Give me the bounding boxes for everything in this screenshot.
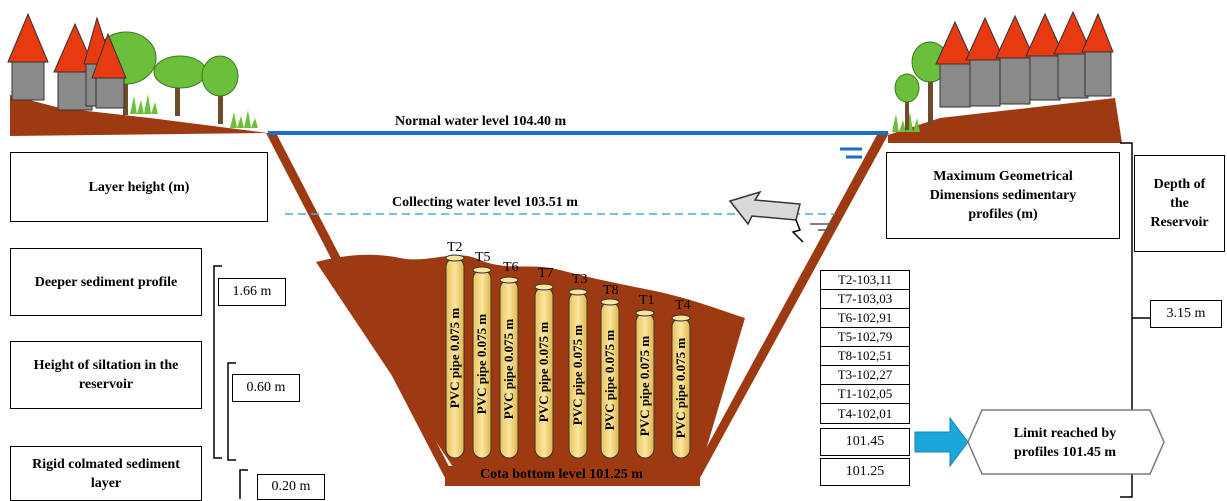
water-level-marker bbox=[840, 147, 862, 159]
limit-hexagon bbox=[967, 409, 1165, 475]
profile-level: T6-102,91 bbox=[821, 309, 909, 328]
pipe-text: PVC pipe 0.075 m bbox=[637, 335, 652, 437]
depth-bracket bbox=[1120, 142, 1150, 498]
pipe-text: PVC pipe 0.075 m bbox=[474, 313, 489, 415]
max-dimensions-header: Maximum Geometrical Dimensions sedimenta… bbox=[886, 152, 1120, 239]
blue-arrow bbox=[914, 416, 969, 468]
pipe-id-t6: T6 bbox=[503, 260, 519, 275]
left-brackets bbox=[213, 265, 248, 499]
profile-level: T7-103,03 bbox=[821, 290, 909, 309]
left-bank bbox=[10, 95, 268, 136]
profile-level: T2-103,11 bbox=[821, 271, 909, 290]
pipe-id-t2: T2 bbox=[447, 240, 463, 255]
rigid-layer-value: 0.20 m bbox=[257, 474, 325, 500]
profile-level: T5-102,79 bbox=[821, 328, 909, 347]
pipe-text: PVC pipe 0.075 m bbox=[673, 337, 688, 439]
pipe-text: PVC pipe 0.075 m bbox=[602, 329, 617, 431]
rigid-layer-label: Rigid colmated sediment layer bbox=[10, 446, 202, 501]
siltation-value: 0.60 m bbox=[232, 374, 300, 402]
layer-height-header: Layer height (m) bbox=[10, 152, 268, 222]
limit-value-cell: 101.45 bbox=[820, 428, 910, 456]
profile-levels-table: T2-103,11 T7-103,03 T6-102,91 T5-102,79 … bbox=[820, 270, 910, 424]
grass-right bbox=[892, 112, 920, 132]
siltation-label: Height of siltation in the reservoir bbox=[10, 341, 202, 409]
normal-water-level-label: Normal water level 104.40 m bbox=[395, 114, 567, 129]
pipe-id-t1: T1 bbox=[639, 293, 655, 308]
pipe-text: PVC pipe 0.075 m bbox=[570, 324, 585, 426]
pipe-id-t8: T8 bbox=[603, 283, 619, 298]
houses-right bbox=[935, 10, 1114, 108]
pipe-id-t7: T7 bbox=[538, 266, 554, 281]
houses-left bbox=[7, 12, 127, 111]
deeper-sediment-value: 1.66 m bbox=[218, 278, 286, 306]
profile-level: T1-102,05 bbox=[821, 385, 909, 404]
pipe-id-t4: T4 bbox=[675, 298, 691, 313]
collecting-water-level-label: Collecting water level 103.51 m bbox=[392, 195, 578, 210]
depth-header: Depth of the Reservoir bbox=[1134, 155, 1225, 252]
limit-label: Limit reached by profiles 101.45 m bbox=[1013, 426, 1117, 460]
pipe-text: PVC pipe 0.075 m bbox=[447, 307, 462, 409]
pipe-text: PVC pipe 0.075 m bbox=[536, 321, 551, 423]
grey-arrow bbox=[728, 190, 801, 226]
right-bank bbox=[888, 98, 1122, 143]
profile-level: T4-102,01 bbox=[837, 405, 893, 421]
pipe-id-t3: T3 bbox=[572, 272, 588, 287]
profile-level: T3-102,27 bbox=[821, 366, 909, 385]
bottom-level-label: Cota bottom level 101.25 m bbox=[480, 467, 643, 482]
grass-left bbox=[130, 94, 258, 128]
deeper-sediment-label: Deeper sediment profile bbox=[10, 248, 202, 316]
collecting-level-marker bbox=[810, 223, 835, 231]
pipe-id-t5: T5 bbox=[475, 250, 491, 265]
depth-value: 3.15 m bbox=[1150, 300, 1222, 328]
pipe-text: PVC pipe 0.075 m bbox=[501, 318, 516, 420]
profile-level: T8-102,51 bbox=[821, 347, 909, 366]
trees-right bbox=[894, 41, 949, 130]
pvc-pipes bbox=[445, 254, 691, 459]
bottom-value-cell: 101.25 bbox=[820, 458, 910, 486]
